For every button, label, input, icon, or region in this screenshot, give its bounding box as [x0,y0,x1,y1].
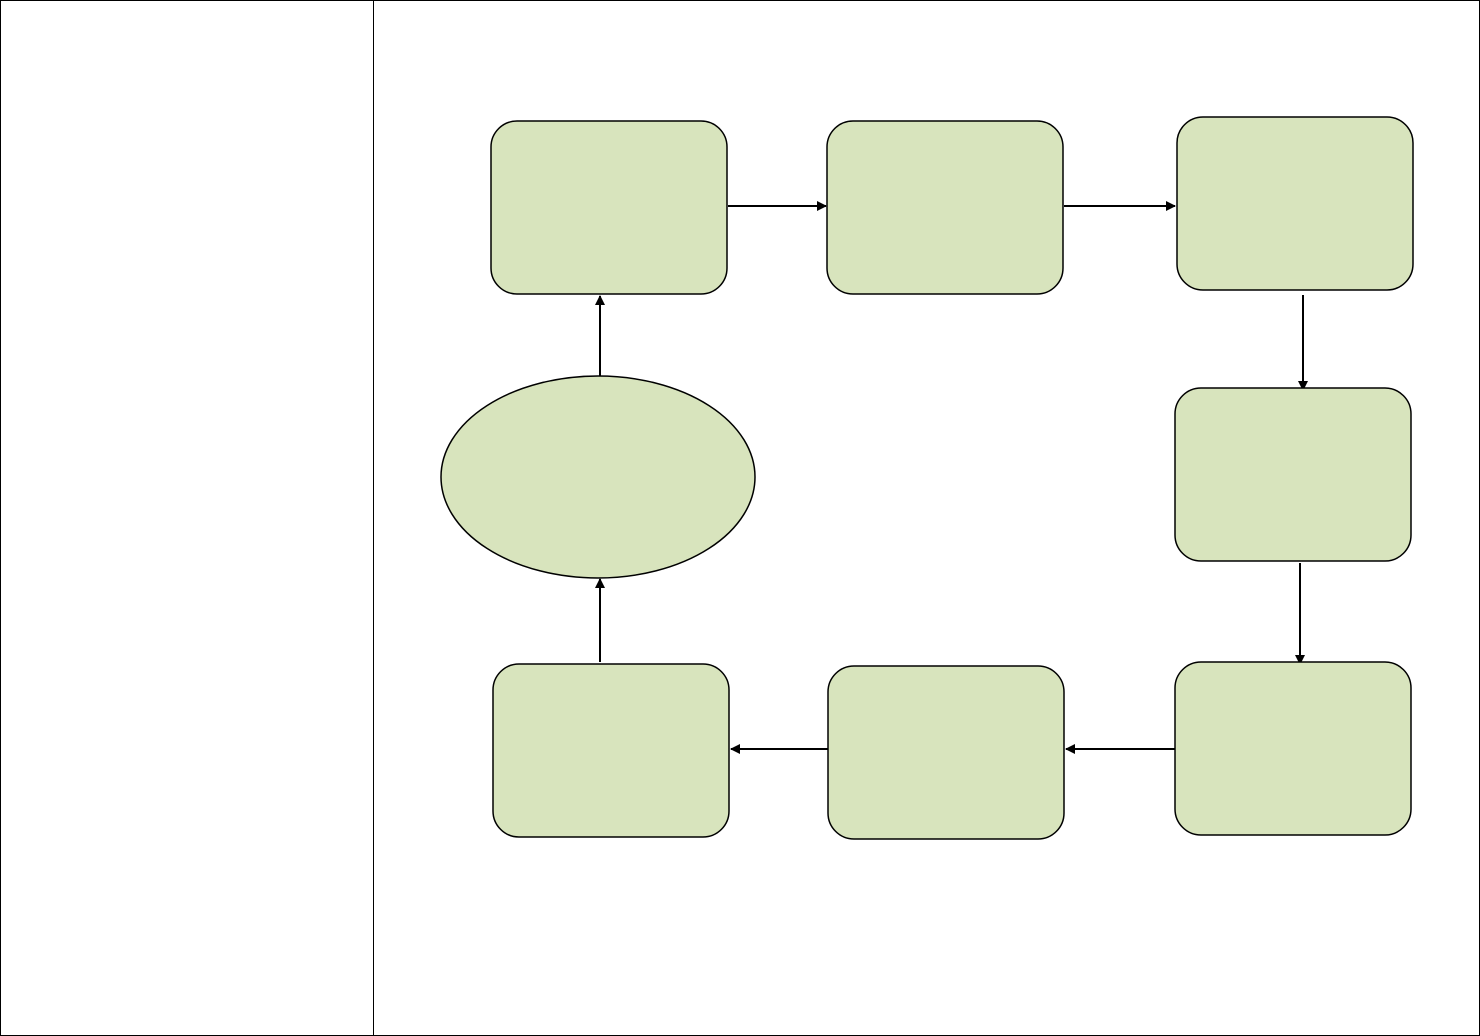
nodes-layer [440,116,1414,840]
edges-layer [595,201,1308,754]
node-shape-middle-right [1174,387,1412,562]
node-shape-top-middle [826,120,1064,295]
node-top-middle [826,120,1064,295]
node-shape-top-right [1176,116,1414,291]
node-shape-center-left [440,375,756,579]
node-shape-top-left [490,120,728,295]
node-bottom-right [1174,661,1412,836]
node-top-right [1176,116,1414,291]
node-bottom-middle [827,665,1065,840]
node-shape-bottom-middle [827,665,1065,840]
node-shape-bottom-right [1174,661,1412,836]
node-shape-bottom-left [492,663,730,838]
node-center-left [440,375,756,579]
node-bottom-left [492,663,730,838]
node-middle-right [1174,387,1412,562]
node-top-left [490,120,728,295]
